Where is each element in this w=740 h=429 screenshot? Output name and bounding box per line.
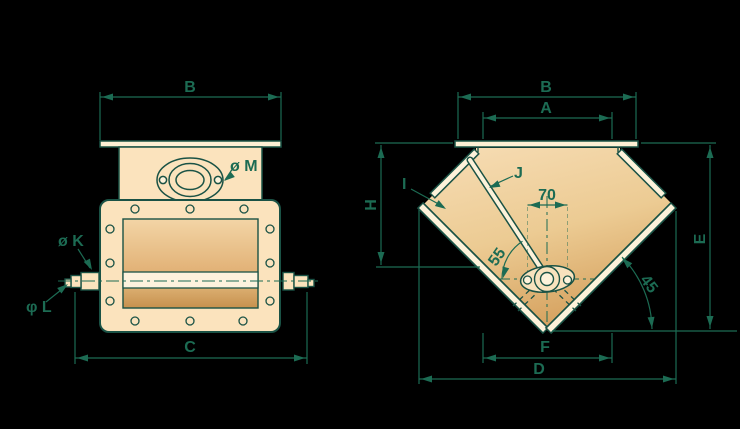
side-outlet-flanges [416,201,678,335]
arrowhead [555,201,566,209]
side-dim-f-lines [482,333,613,363]
side-body [423,148,673,331]
dim-label-45: 45 [636,272,660,297]
arrowhead [224,171,235,181]
dia-k-label: ø K [58,233,84,250]
front-window [122,218,259,309]
arrowhead [502,266,510,278]
arrowhead [663,375,674,383]
arrowhead [706,147,714,158]
dim-label-b-side: B [540,79,552,96]
arrowhead [485,354,496,362]
pivot-hole-projections [527,207,568,271]
side-pivot-boss [519,265,576,293]
arrowhead [485,114,496,122]
arrowhead [647,316,655,328]
label-i: I [402,176,406,193]
front-dim-c-lines [74,292,308,364]
side-dim-a-lines [482,112,613,139]
side-top-flange [454,140,639,148]
dim-label-70: 70 [538,187,556,204]
arrowhead [377,147,385,158]
arrowhead [421,375,432,383]
arrowhead [83,258,92,270]
arrowhead [706,316,714,327]
front-top-flange [99,140,282,148]
arrowhead [57,284,68,294]
dim-label-b-front: B [184,79,196,96]
front-upper-housing [118,146,263,203]
arrowhead [268,93,279,101]
arrowhead [489,180,501,188]
arrowhead [622,258,633,269]
arrowhead [460,93,471,101]
dim-label-c: C [184,339,196,356]
arrowhead [599,354,610,362]
side-dim-b-lines [457,92,637,139]
label-j: J [514,165,523,182]
dim-label-d: D [533,361,545,378]
front-bolt-holes [105,204,275,326]
dim-label-a: A [540,100,552,117]
arrowhead [102,93,113,101]
side-dim-h-lines [375,142,480,268]
side-flap [466,156,550,280]
front-flap-edge [122,271,259,289]
arrowhead [623,93,634,101]
arrowhead [529,201,540,209]
side-view: 70 B [363,79,737,384]
side-upper-walls [429,148,667,199]
arrowhead [294,354,305,362]
dim-label-f: F [540,339,550,356]
dim-55-arc [501,240,523,280]
arrowhead [77,354,88,362]
side-dim-d-lines [418,210,677,384]
dim-label-e: E [692,233,709,244]
front-dim-b-lines [99,92,282,140]
arrowhead [434,200,446,209]
dim-label-h: H [363,199,380,211]
front-shaft [64,271,315,291]
arrowhead [377,252,385,263]
dia-l-label: φ L [26,299,52,316]
dia-m-label: ø M [230,158,258,175]
arrowhead [599,114,610,122]
side-dim-e-lines [552,142,737,332]
front-view: B ø M [26,79,320,364]
